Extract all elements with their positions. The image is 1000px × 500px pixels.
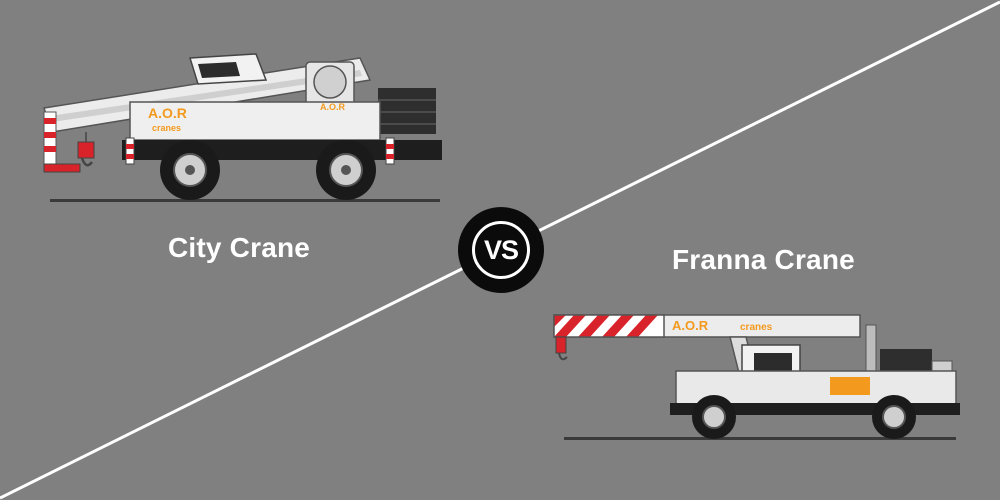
franna-crane-icon: A.O.R cranes — [553, 314, 960, 440]
franna-logo-text: A.O.R — [672, 318, 709, 333]
franna-crane-label: Franna Crane — [672, 244, 855, 275]
city-crane-label: City Crane — [168, 232, 311, 263]
versus-ring — [472, 221, 530, 279]
versus-text: VS — [483, 235, 519, 265]
city-logo-text: A.O.R — [148, 105, 187, 121]
city-crane-icon: A.O.R cranes A.O.R — [43, 53, 442, 202]
city-logo-sub: cranes — [152, 123, 181, 133]
franna-logo-sub: cranes — [740, 322, 773, 333]
city-logo-text-2: A.O.R — [320, 102, 346, 112]
versus-badge-icon: VS — [458, 207, 544, 293]
